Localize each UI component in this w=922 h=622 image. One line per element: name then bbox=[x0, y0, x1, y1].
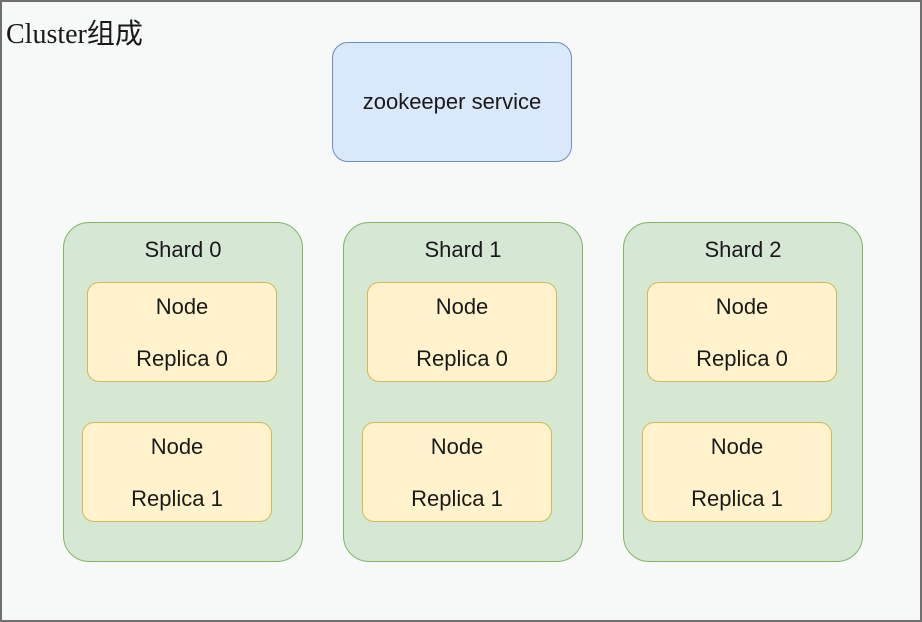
shard-0-replica-1-node: Node Replica 1 bbox=[82, 422, 272, 522]
node-title: Node bbox=[715, 294, 769, 319]
node-replica-label: Replica 0 bbox=[696, 346, 788, 371]
shard-1-label: Shard 1 bbox=[424, 237, 502, 262]
shard-2-label: Shard 2 bbox=[704, 237, 782, 262]
shard-1-replica-0-node: Node Replica 0 bbox=[367, 282, 557, 382]
node-title: Node bbox=[710, 434, 764, 459]
node-replica-label: Replica 0 bbox=[136, 346, 228, 371]
shard-1-replica-1-node: Node Replica 1 bbox=[362, 422, 552, 522]
zookeeper-service-label: zookeeper service bbox=[362, 89, 542, 114]
zookeeper-service-box: zookeeper service bbox=[332, 42, 572, 162]
shard-0-replica-0-node: Node Replica 0 bbox=[87, 282, 277, 382]
node-title: Node bbox=[430, 434, 484, 459]
shard-0-label: Shard 0 bbox=[144, 237, 222, 262]
node-replica-label: Replica 1 bbox=[411, 486, 503, 511]
shard-2-replica-0-node: Node Replica 0 bbox=[647, 282, 837, 382]
cluster-title: Cluster组成 bbox=[6, 19, 143, 50]
shard-2-replica-1-node: Node Replica 1 bbox=[642, 422, 832, 522]
node-title: Node bbox=[150, 434, 204, 459]
node-replica-label: Replica 1 bbox=[131, 486, 223, 511]
node-replica-label: Replica 1 bbox=[691, 486, 783, 511]
node-replica-label: Replica 0 bbox=[416, 346, 508, 371]
node-title: Node bbox=[155, 294, 209, 319]
node-title: Node bbox=[435, 294, 489, 319]
